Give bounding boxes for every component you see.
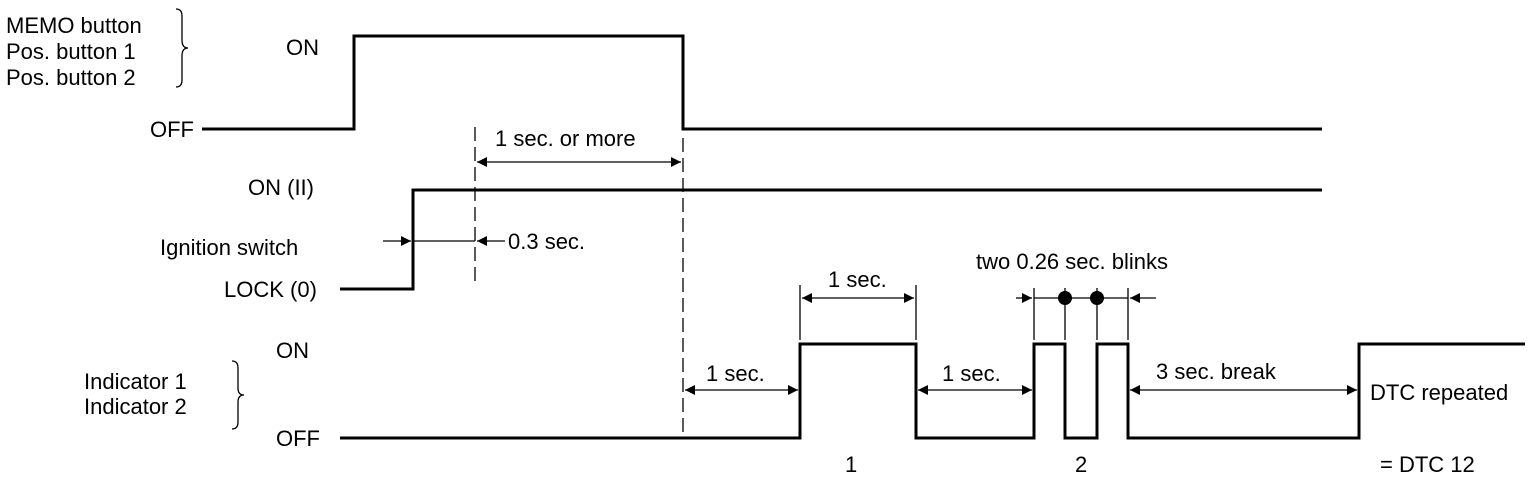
ignition-on-label: ON (II): [248, 175, 314, 200]
pulse-group-1-label: 1: [845, 452, 857, 477]
buttons-signal: [202, 34, 1322, 131]
memo-button-label: MEMO button: [6, 13, 142, 38]
indicator-2-label: Indicator 2: [84, 394, 187, 419]
one-sec-gap-label: 1 sec.: [942, 361, 1001, 386]
indicator-on-label: ON: [276, 338, 309, 363]
pos-button-2-label: Pos. button 2: [6, 65, 136, 90]
zero-three-sec-label: 0.3 sec.: [508, 229, 585, 254]
ignition-lock-label: LOCK (0): [224, 277, 317, 302]
dtc-code-label: = DTC 12: [1380, 452, 1475, 477]
three-sec-break-label: 3 sec. break: [1156, 359, 1277, 384]
indicators-brace: [231, 360, 245, 430]
one-sec-or-more-label: 1 sec. or more: [495, 126, 636, 151]
blink-dot-1: [1058, 291, 1072, 305]
buttons-brace: [175, 8, 189, 88]
dtc-repeated-label: DTC repeated: [1370, 380, 1508, 405]
ignition-switch-label: Ignition switch: [160, 235, 298, 260]
pulse-group-2-label: 2: [1075, 452, 1087, 477]
ignition-signal: [340, 188, 1322, 291]
one-sec-pulse-label: 1 sec.: [828, 267, 887, 292]
buttons-off-label: OFF: [150, 117, 194, 142]
blink-dot-2: [1090, 291, 1104, 305]
one-sec-before-label: 1 sec.: [706, 361, 765, 386]
two-blinks-label: two 0.26 sec. blinks: [976, 249, 1168, 274]
indicator-signal: [340, 342, 1525, 440]
buttons-on-label: ON: [286, 35, 319, 60]
pos-button-1-label: Pos. button 1: [6, 39, 136, 64]
indicator-1-label: Indicator 1: [84, 369, 187, 394]
indicator-off-label: OFF: [276, 426, 320, 451]
